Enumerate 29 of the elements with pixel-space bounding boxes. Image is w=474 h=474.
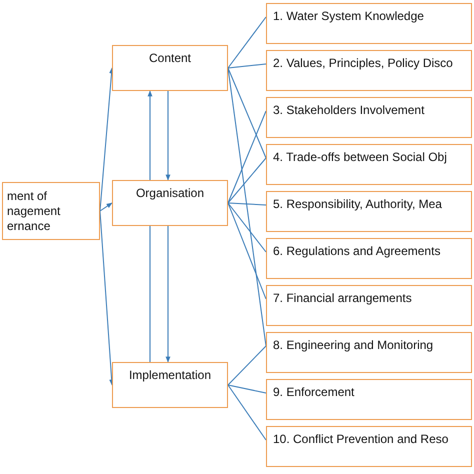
process-box: Implementation xyxy=(112,362,228,408)
connector-line xyxy=(228,16,266,68)
connector-line xyxy=(228,384,266,394)
label-box: 2. Values, Principles, Policy Disco xyxy=(266,50,472,91)
connector-line xyxy=(228,110,266,204)
connector-line xyxy=(228,202,266,252)
label-box: 7. Financial arrangements xyxy=(266,285,472,326)
connector-line xyxy=(228,346,266,386)
connector-line xyxy=(228,68,266,158)
arrow xyxy=(166,226,170,363)
label-box: 1. Water System Knowledge xyxy=(266,3,472,44)
process-box: Organisation xyxy=(112,180,228,226)
label-box: 8. Engineering and Monitoring xyxy=(266,332,472,373)
connector-line xyxy=(228,202,266,300)
label-box: 5. Responsibility, Authority, Mea xyxy=(266,191,472,232)
arrow xyxy=(100,202,112,212)
process-box: Content xyxy=(112,45,228,91)
arrow xyxy=(166,90,170,181)
label-box: 4. Trade-offs between Social Obj xyxy=(266,144,472,185)
connector-line xyxy=(228,202,266,206)
label-box: 9. Enforcement xyxy=(266,379,472,420)
connector-line xyxy=(228,158,266,204)
connector-line xyxy=(228,384,266,440)
arrow xyxy=(148,90,152,180)
label-box: 3. Stakeholders Involvement xyxy=(266,97,472,138)
connector-line xyxy=(228,64,266,68)
label-box: 6. Regulations and Agreements xyxy=(266,238,472,279)
label-box: ment of nagement ernance xyxy=(2,182,100,240)
label-box: 10. Conflict Prevention and Reso xyxy=(266,426,472,467)
